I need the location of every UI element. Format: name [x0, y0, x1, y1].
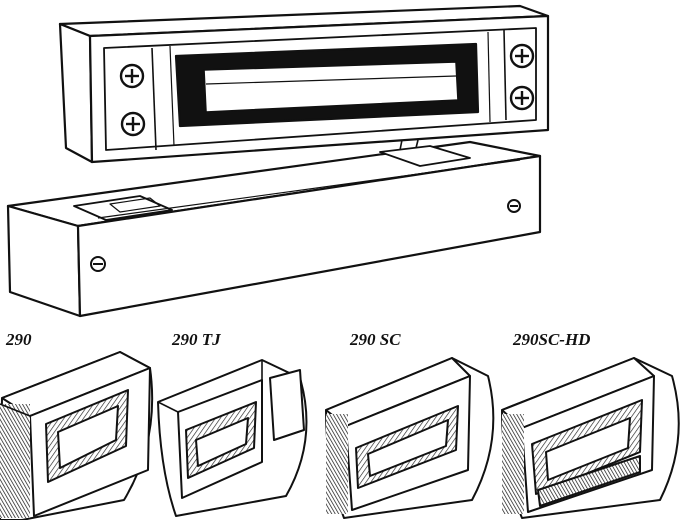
variant-290sc-drawing	[325, 357, 495, 519]
screw-icon	[509, 85, 535, 111]
variant-290-drawing	[0, 351, 154, 520]
variant-label-290sc: 290 SC	[350, 330, 401, 349]
variant-label-290schd: 290SC-HD	[513, 330, 591, 349]
variant-290schd-drawing	[501, 357, 680, 519]
screw-icon	[119, 63, 145, 89]
armature-housing	[6, 139, 542, 318]
mounting-screws-upper	[119, 43, 535, 137]
variant-290tj-drawing	[157, 359, 308, 517]
magnet-housing-front-face	[58, 22, 94, 164]
mounting-screws-lower	[90, 199, 521, 272]
magnet-housing	[58, 4, 550, 164]
variant-label-290tj: 290 TJ	[172, 330, 221, 349]
screw-icon	[90, 256, 106, 272]
armature-front-face	[6, 204, 82, 318]
screw-icon	[120, 111, 146, 137]
screw-icon	[507, 199, 521, 213]
armature-side-face	[76, 154, 542, 318]
screw-icon	[509, 43, 535, 69]
variant-label-290: 290	[6, 330, 32, 349]
